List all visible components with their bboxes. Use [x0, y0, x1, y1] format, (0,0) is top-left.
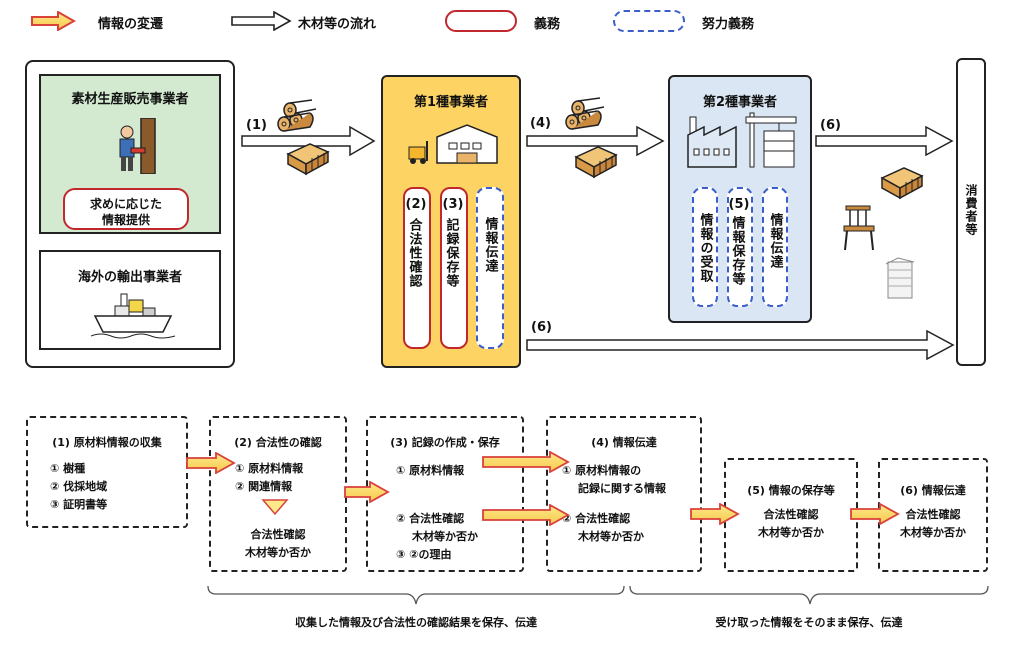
legend-wood-flow: 木材等の流れ [298, 17, 377, 32]
brace-left [207, 585, 625, 605]
legend-effort-obligation: 努力義務 [702, 17, 755, 32]
info-arrow-s1-s2 [186, 452, 236, 474]
factory-icon [687, 112, 797, 168]
lumber-icon [287, 143, 329, 175]
exporter-title: 海外の輸出事業者 [77, 270, 182, 285]
info-arrow-s2-s3 [344, 481, 390, 503]
step-3-box: (3) 記録の作成・保存 ① 原材料情報 ② 合法性確認 木材等か否か ③ ②の… [366, 416, 524, 572]
step-3-item-2-line-1: ② 合法性確認 [396, 512, 465, 525]
pill-info-receive: 情報の受取 [692, 187, 718, 307]
paper-stack-icon [885, 257, 915, 299]
step-5-line-2: 木材等か否か [758, 526, 824, 539]
step-1-box: (1) 原材料情報の収集 ① 樹種 ② 伐採地域 ③ 証明書等 [26, 416, 188, 528]
wood-arrow-legend-icon [231, 11, 292, 31]
step-5-title: (5) 情報の保存等 [747, 484, 835, 497]
pill-record-keeping-num: (3) [442, 197, 464, 212]
flow-label-6-bottom: (6) [531, 320, 552, 335]
flow-label-1: (1) [246, 118, 267, 133]
step-6-line-1: 合法性確認 [905, 508, 961, 521]
legend-info-flow: 情報の変遷 [98, 17, 164, 32]
type2-title: 第2種事業者 [702, 95, 778, 110]
producer-note-line1: 求めに応じた [89, 197, 162, 211]
pill-info-transfer: 情報伝達 [762, 187, 788, 307]
pill-legality-check: (2) 合法性確認 [403, 187, 431, 349]
pill-info-storage-num: (5) [728, 197, 750, 212]
step-3-item-2-line-2: 木材等か否か [412, 530, 478, 543]
step-1-item-3: ③ 証明書等 [50, 498, 108, 511]
step-3-item-3: ③ ②の理由 [396, 548, 452, 561]
legend-obligation: 義務 [534, 17, 561, 32]
pill-record-keeping: (3) 記録保存等 [440, 187, 468, 349]
wood-flow-arrow-6-top [815, 125, 954, 157]
step-2-box: (2) 合法性の確認 ① 原材料情報 ② 関連情報 合法性確認 木材等か否か [209, 416, 347, 572]
consumer-box: 消費者等 [956, 58, 986, 366]
pill-info-transmission-text: 情報伝達 [482, 217, 498, 273]
step-5-line-1: 合法性確認 [763, 508, 819, 521]
bottom-label-left: 収集した情報及び合法性の確認結果を保存、伝達 [295, 616, 537, 629]
step-1-title: (1) 原材料情報の収集 [52, 436, 162, 449]
wood-flow-arrow-6-bottom [526, 329, 955, 361]
type1-title: 第1種事業者 [413, 95, 489, 110]
step-2-item-1: ① 原材料情報 [235, 462, 304, 475]
warehouse-forklift-icon [408, 124, 498, 164]
step-3-title: (3) 記録の作成・保存 [390, 436, 500, 449]
lumber-icon-3 [881, 167, 923, 199]
step-2-item-2: ② 関連情報 [235, 480, 293, 493]
info-arrow-s5-s6 [850, 503, 900, 525]
step-6-line-2: 木材等か否か [900, 526, 966, 539]
flow-label-4: (4) [530, 116, 551, 131]
lumberjack-icon [119, 118, 156, 174]
step-4-box: (4) 情報伝達 ① 原材料情報の 記録に関する情報 ② 合法性確認 木材等か否… [546, 416, 702, 572]
logs-icon [277, 99, 317, 132]
pill-info-receive-text: 情報の受取 [697, 213, 713, 283]
info-arrow-legend-icon [31, 11, 76, 31]
pill-info-storage-text: 情報保存等 [729, 216, 745, 286]
type2-operator-box: 第2種事業者 情報の受取 (5) 情報保存等 情報伝達 [668, 75, 812, 323]
lumber-icon-2 [575, 146, 617, 178]
step-5-box: (5) 情報の保存等 合法性確認 木材等か否か [724, 458, 858, 572]
obligation-legend-icon [445, 10, 517, 32]
step-4-item-2-line-1: ② 合法性確認 [562, 512, 631, 525]
step-2-result-2: 木材等か否か [245, 546, 311, 559]
producer-box: 素材生産販売事業者 求めに応じた 情報提供 [39, 74, 221, 234]
step-3-item-1: ① 原材料情報 [396, 464, 465, 477]
producer-title: 素材生産販売事業者 [71, 92, 189, 107]
step-6-title: (6) 情報伝達 [900, 484, 966, 497]
step-2-result-1: 合法性確認 [250, 528, 306, 541]
step-4-item-2-line-2: 木材等か否か [578, 530, 644, 543]
info-arrow-s3-s4-a [482, 451, 570, 473]
pill-info-transmission: 情報伝達 [476, 187, 504, 349]
producer-note-line2: 情報提供 [101, 213, 150, 227]
step-4-item-1-line-2: 記録に関する情報 [578, 482, 666, 495]
flow-label-6-top: (6) [820, 118, 841, 133]
wood-flow-arrow-1 [241, 125, 376, 157]
pill-record-keeping-text: 記録保存等 [443, 218, 459, 288]
info-arrow-s3-s4-b [482, 504, 570, 526]
info-arrow-s4-s5 [690, 503, 740, 525]
pill-legality-check-num: (2) [405, 197, 427, 212]
exporter-box: 海外の輸出事業者 [39, 250, 221, 350]
step-4-item-1-line-1: ① 原材料情報の [562, 464, 642, 477]
effort-obligation-legend-icon [613, 10, 685, 32]
brace-right [629, 585, 989, 605]
pill-info-transfer-text: 情報伝達 [767, 213, 783, 269]
chair-icon [843, 205, 875, 251]
step-4-title: (4) 情報伝達 [591, 436, 657, 449]
pill-info-storage: (5) 情報保存等 [727, 187, 753, 307]
consumer-label: 消費者等 [964, 184, 978, 236]
step-1-item-2: ② 伐採地域 [50, 480, 108, 493]
bottom-label-right: 受け取った情報をそのまま保存、伝達 [715, 616, 903, 629]
step-1-item-1: ① 樹種 [50, 462, 86, 475]
logs-icon-2 [565, 97, 605, 130]
step-2-title: (2) 合法性の確認 [234, 436, 322, 449]
wood-flow-arrow-4 [526, 125, 665, 157]
pill-legality-check-text: 合法性確認 [406, 218, 422, 288]
type1-operator-box: 第1種事業者 (2) 合法性確認 (3) 記録保存等 情報伝達 [381, 75, 521, 368]
down-triangle-icon [261, 499, 289, 516]
producer-note: 求めに応じた 情報提供 [63, 188, 189, 230]
left-panel: 素材生産販売事業者 求めに応じた 情報提供 海外の輸出事業者 [25, 60, 235, 368]
ship-icon [91, 293, 176, 339]
